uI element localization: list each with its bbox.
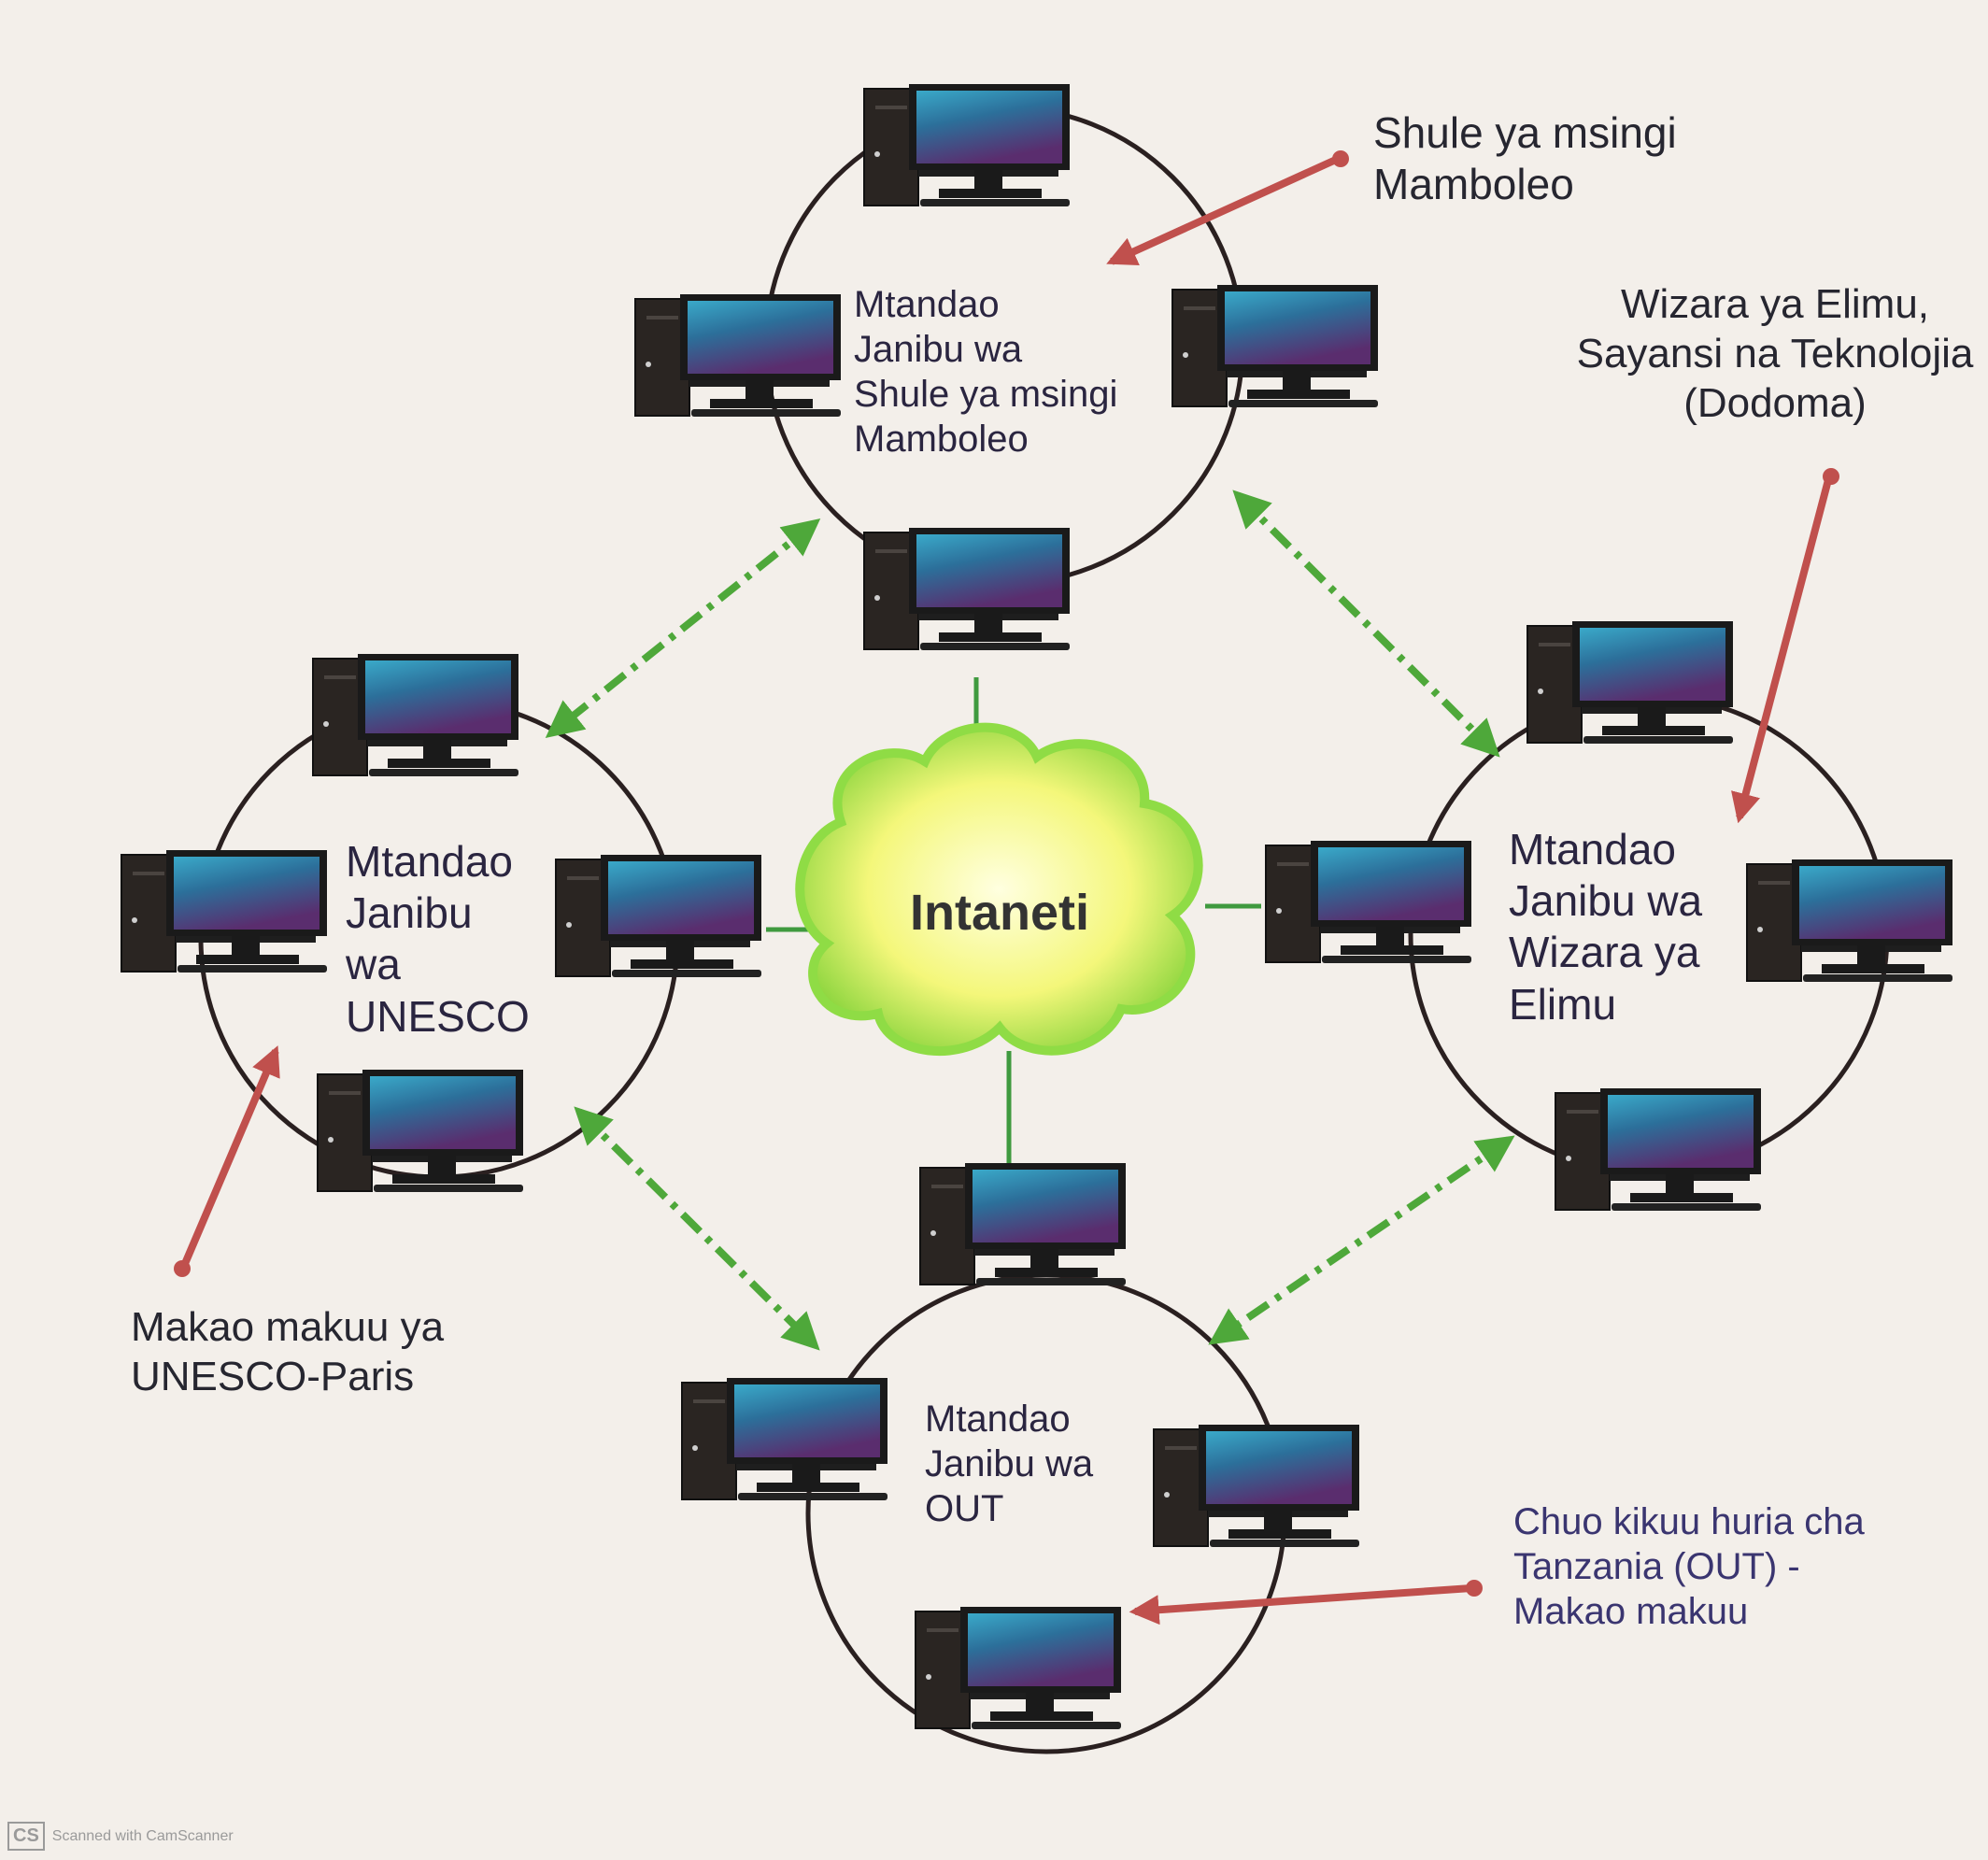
- dashed-link-right-bottom: [1208, 1135, 1515, 1345]
- callout-arrow-left: [180, 1045, 280, 1268]
- desktop-computer-icon: [1153, 1424, 1360, 1548]
- dashed-link-top-left: [545, 518, 821, 738]
- callout-arrow-right: [1731, 475, 1833, 824]
- desktop-computer-icon: [863, 83, 1071, 207]
- callout-bottom: Chuo kikuu huria cha Tanzania (OUT) - Ma…: [1513, 1501, 1865, 1632]
- desktop-computer-icon: [121, 849, 328, 973]
- callout-right: Wizara ya Elimu, Sayansi na Teknolojia (…: [1576, 281, 1974, 426]
- dashed-link-left-bottom: [574, 1106, 820, 1351]
- desktop-computer-icon: [634, 293, 842, 418]
- internet-label: Intaneti: [909, 885, 1089, 941]
- desktop-computer-icon: [317, 1069, 524, 1193]
- desktop-computer-icon: [1172, 284, 1379, 408]
- desktop-computer-icon: [919, 1162, 1127, 1286]
- callout-left: Makao makuu ya UNESCO-Paris: [131, 1304, 445, 1399]
- scanner-watermark: CS Scanned with CamScanner: [7, 1822, 234, 1851]
- internet-cloud-icon: [795, 722, 1203, 1057]
- desktop-computer-icon: [1526, 620, 1734, 745]
- lan-label-right: Mtandao Janibu wa Wizara ya Elimu: [1509, 825, 1703, 1029]
- callout-arrow-bottom: [1129, 1584, 1472, 1626]
- lan-label-bottom: Mtandao Janibu wa OUT: [925, 1399, 1094, 1529]
- desktop-computer-icon: [1746, 859, 1953, 983]
- dashed-link-top-right: [1232, 490, 1500, 758]
- desktop-computer-icon: [915, 1606, 1122, 1730]
- desktop-computer-icon: [555, 854, 762, 978]
- desktop-computer-icon: [681, 1377, 888, 1501]
- desktop-computer-icon: [1265, 840, 1472, 964]
- callout-arrow-top: [1106, 155, 1340, 265]
- camscanner-logo-icon: CS: [7, 1822, 45, 1851]
- desktop-computer-icon: [1555, 1087, 1762, 1212]
- lan-label-top: Mtandao Janibu wa Shule ya msingi Mambol…: [854, 284, 1118, 460]
- callout-top: Shule ya msingi Mamboleo: [1373, 108, 1677, 209]
- watermark-text: Scanned with CamScanner: [51, 1827, 234, 1844]
- lan-label-left: Mtandao Janibu wa UNESCO: [346, 837, 530, 1041]
- desktop-computer-icon: [312, 653, 519, 777]
- desktop-computer-icon: [863, 527, 1071, 651]
